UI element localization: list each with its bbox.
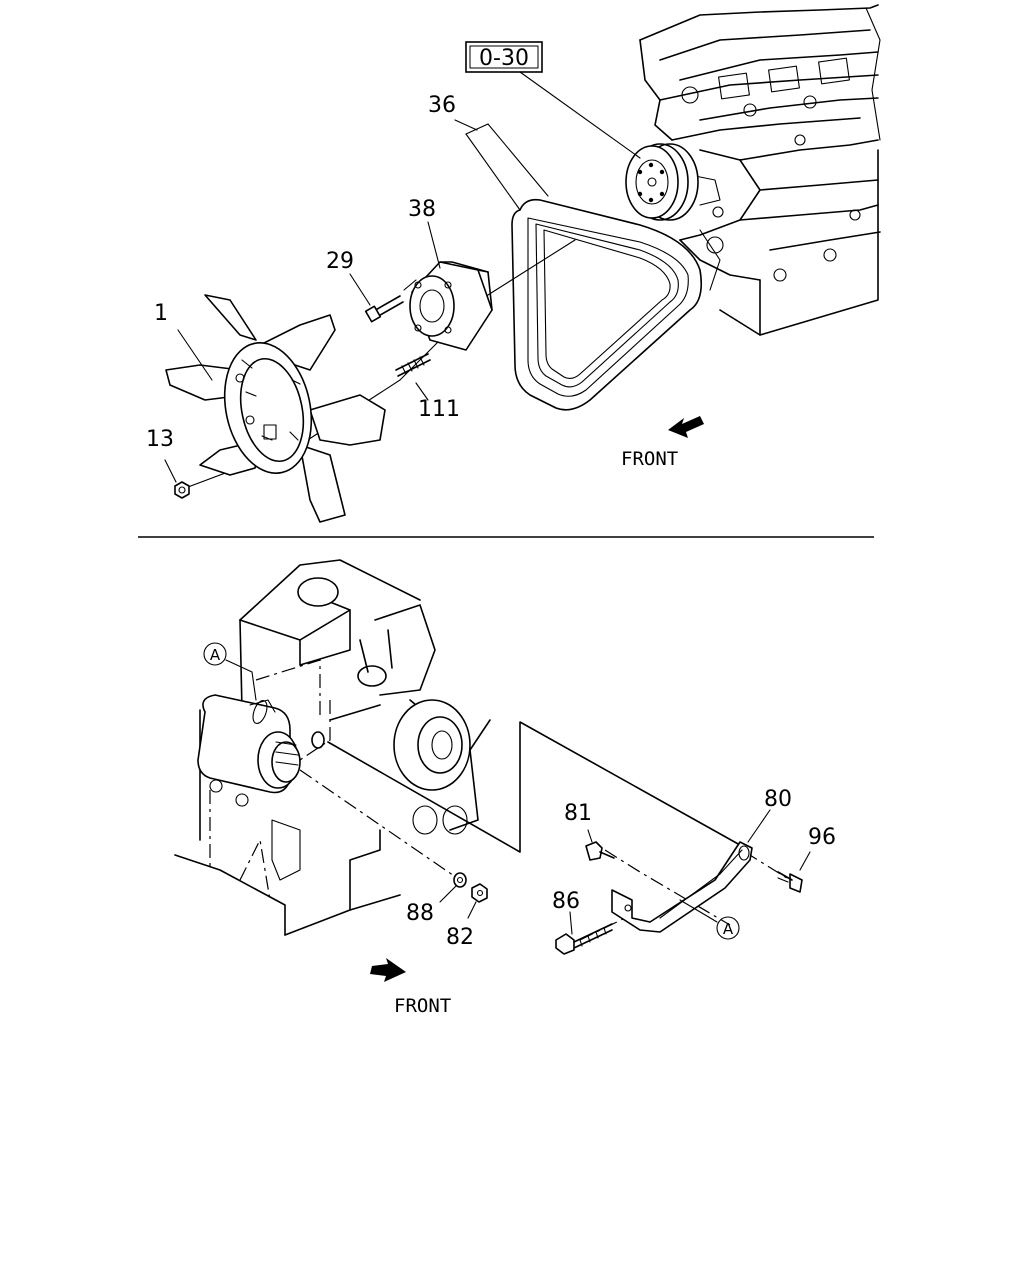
washer-88 (439, 872, 467, 903)
assembly-axis-alt (299, 769, 461, 881)
front-arrow-lower: FRONT (370, 958, 451, 1017)
engine-block-lower (174, 559, 491, 936)
engine-block-upper (639, 4, 881, 336)
label-80: 80 (764, 787, 792, 812)
cooling-fan (165, 294, 386, 523)
bolt-81 (585, 829, 615, 861)
reference-box-label: 0-30 (479, 46, 529, 71)
reference-box: 0-30 (465, 41, 641, 159)
label-36: 36 (428, 93, 456, 118)
label-81: 81 (564, 801, 592, 826)
label-96: 96 (808, 825, 836, 850)
assembly-axis-bracket (327, 721, 741, 853)
front-label-upper: FRONT (621, 448, 678, 470)
marker-a-top: A (203, 642, 257, 701)
bolt-96 (777, 851, 811, 893)
assembly-axis-96 (744, 851, 791, 881)
bolt-29 (364, 295, 404, 323)
label-88: 88 (406, 901, 434, 926)
label-13: 13 (146, 427, 174, 452)
label-111: 111 (418, 397, 460, 422)
label-86: 86 (552, 889, 580, 914)
upper-section: 0-30 (146, 4, 881, 523)
marker-a-bracket: A (679, 899, 740, 940)
label-38: 38 (408, 197, 436, 222)
bolt-86 (555, 911, 613, 955)
label-1: 1 (154, 301, 168, 326)
nut-13 (164, 459, 190, 499)
front-arrow-upper: FRONT (621, 416, 704, 470)
drive-belt (454, 119, 703, 411)
assembly-axis-81 (604, 849, 731, 926)
crankshaft-pulley (625, 143, 699, 221)
stud-111 (395, 353, 431, 401)
alternator-washer (311, 731, 325, 749)
front-label-lower: FRONT (394, 995, 451, 1017)
adjusting-bracket (611, 841, 753, 933)
svg-text:A: A (210, 646, 221, 664)
nut-82 (467, 883, 488, 919)
label-82: 82 (446, 925, 474, 950)
lower-section: A A FRONT 81 80 96 86 88 82 (174, 559, 836, 1017)
label-29: 29 (326, 249, 354, 274)
fan-coupling (403, 261, 493, 351)
alternator (197, 694, 301, 794)
svg-text:A: A (723, 920, 734, 938)
